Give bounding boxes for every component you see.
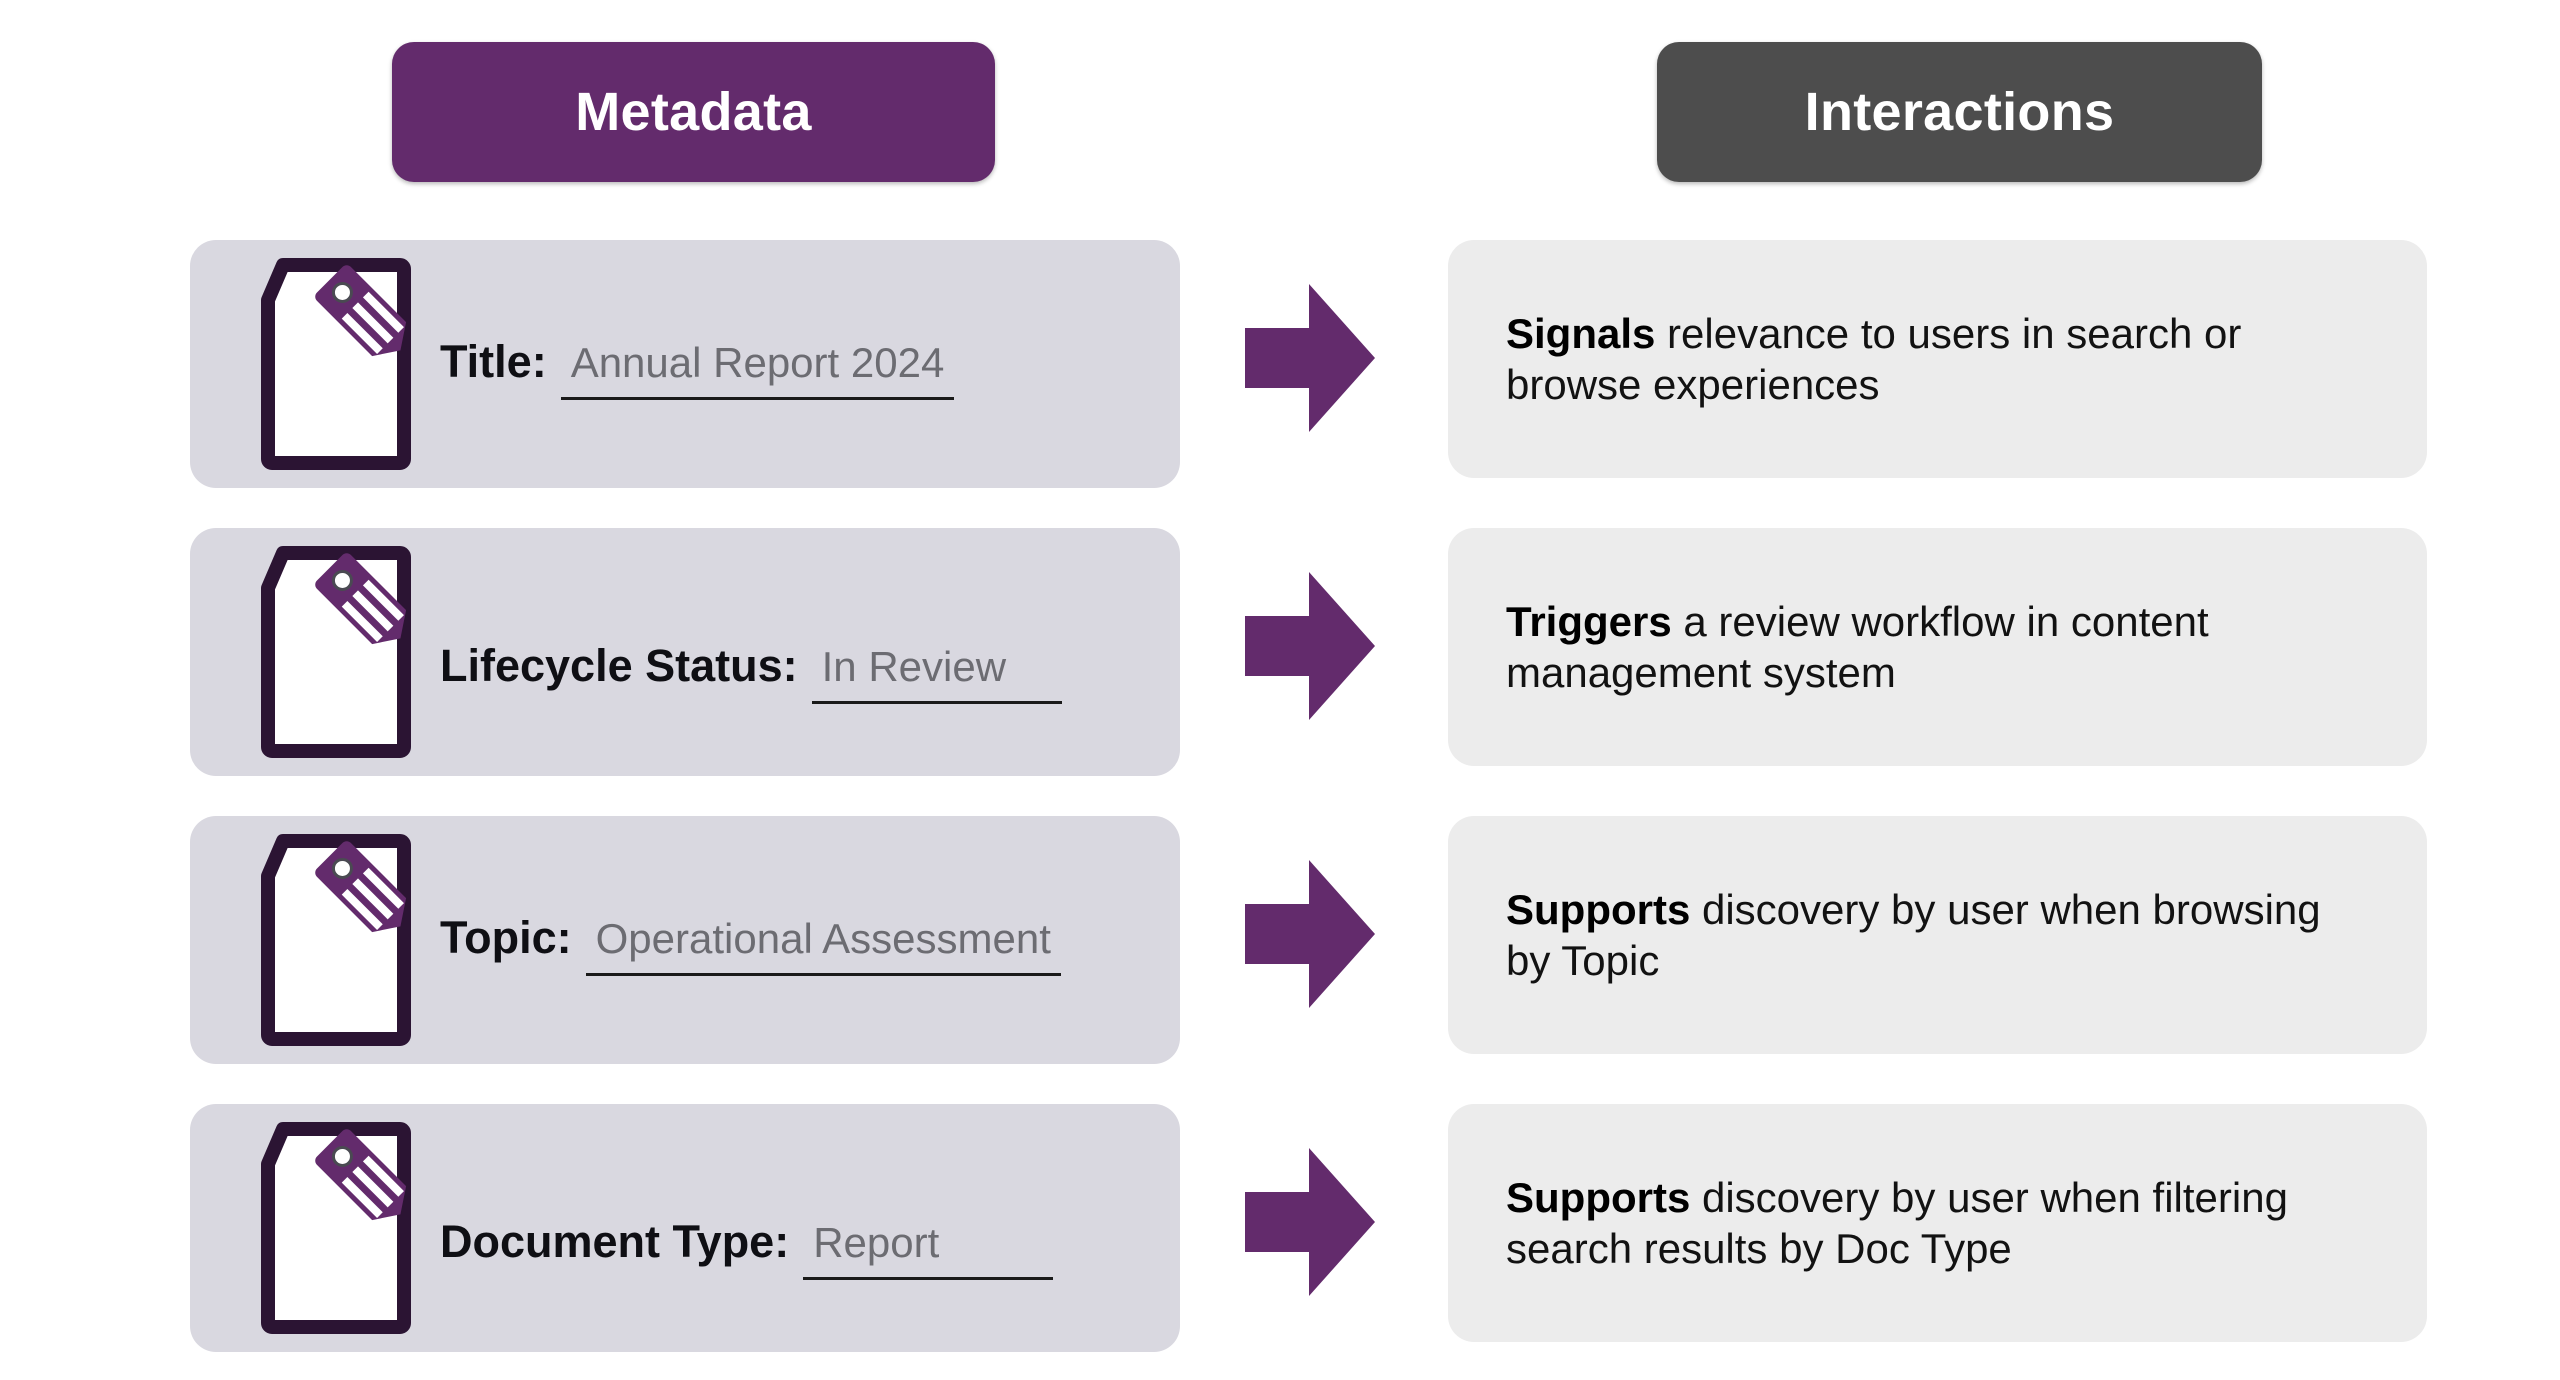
interaction-lead: Signals [1506,309,1656,357]
right-arrow-icon [1245,284,1375,432]
right-arrow-icon [1245,1148,1375,1296]
metadata-field-value[interactable]: Report [803,1219,1054,1280]
metadata-field-label: Topic: [440,912,572,963]
right-arrow-icon [1245,860,1375,1008]
interaction-rest: discovery by user when filtering search … [1506,1173,2288,1272]
metadata-card[interactable]: Title: Annual Report 2024 [190,240,1180,488]
metadata-card[interactable]: Lifecycle Status: In Review [190,528,1180,776]
interaction-text: Triggers a review workflow in content ma… [1448,596,2427,698]
interaction-card[interactable]: Supports discovery by user when filterin… [1448,1104,2427,1342]
metadata-field-value[interactable]: In Review [811,643,1062,704]
interaction-rest: discovery by user when browsing by Topic [1506,885,2321,984]
interactions-column-header: Interactions [1657,42,2262,182]
interaction-rest: relevance to users in search or browse e… [1506,309,2242,408]
metadata-field-value[interactable]: Annual Report 2024 [560,339,955,400]
metadata-column-header: Metadata [392,42,995,182]
interaction-text: Supports discovery by user when browsing… [1448,884,2427,986]
document-tag-icon [250,544,430,760]
metadata-field-label: Document Type: [440,1216,790,1267]
interaction-card[interactable]: Signals relevance to users in search or … [1448,240,2427,478]
interaction-text: Supports discovery by user when filterin… [1448,1172,2427,1274]
metadata-field-label: Title: [440,336,547,387]
document-tag-icon [250,256,430,472]
metadata-field: Topic: Operational Assessment [440,912,1156,976]
metadata-field-value[interactable]: Operational Assessment [585,915,1061,976]
interaction-rest: a review workflow in content management … [1506,597,2209,696]
interaction-card[interactable]: Supports discovery by user when browsing… [1448,816,2427,1054]
interaction-text: Signals relevance to users in search or … [1448,308,2427,410]
interaction-lead: Triggers [1506,597,1672,645]
interaction-lead: Supports [1506,885,1691,933]
metadata-field-label: Lifecycle Status: [440,640,798,691]
right-arrow-icon [1245,572,1375,720]
interactions-column-title: Interactions [1804,82,2115,142]
metadata-field: Lifecycle Status: In Review [440,640,1156,704]
metadata-card[interactable]: Document Type: Report [190,1104,1180,1352]
metadata-card[interactable]: Topic: Operational Assessment [190,816,1180,1064]
interaction-card[interactable]: Triggers a review workflow in content ma… [1448,528,2427,766]
document-tag-icon [250,832,430,1048]
document-tag-icon [250,1120,430,1336]
metadata-field: Title: Annual Report 2024 [440,336,1156,400]
metadata-column-title: Metadata [575,82,812,142]
interaction-lead: Supports [1506,1173,1691,1221]
metadata-field: Document Type: Report [440,1216,1156,1280]
